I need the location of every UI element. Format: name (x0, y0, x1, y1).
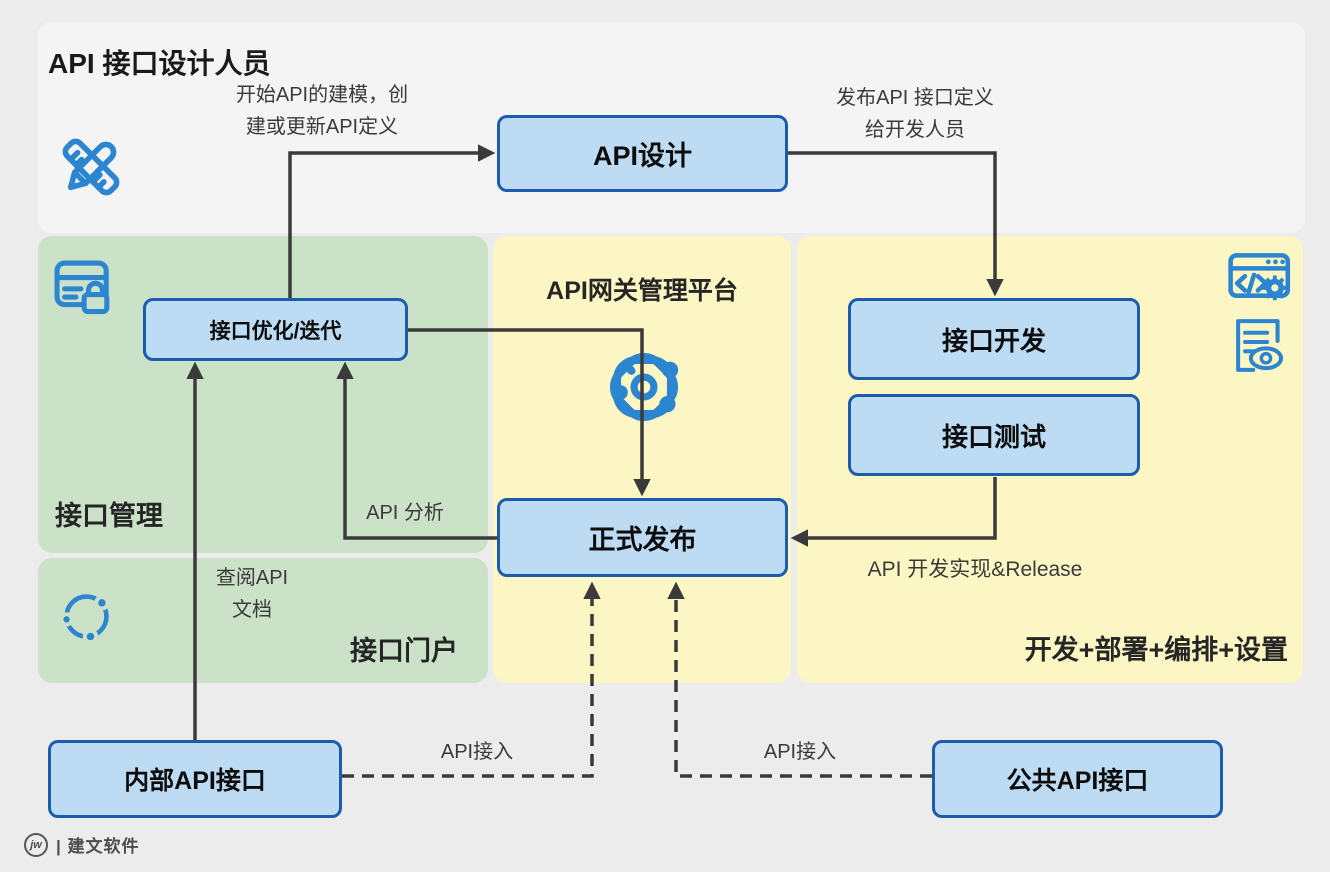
edge-label-docs-line2: 文档 (232, 599, 272, 621)
edge-label-publish-line1: 发布API 接口定义 (836, 87, 994, 109)
edge-label-publish: 发布API 接口定义 给开发人员 (836, 82, 994, 146)
node-api-design-label: API设计 (592, 141, 692, 171)
jw-circle-icon: jw (24, 832, 48, 857)
node-release-label: 正式发布 (588, 525, 697, 555)
footer-logo-text: | 建文软件 (56, 837, 140, 856)
ruler-pencil-icon (62, 138, 120, 196)
node-interface-test: 接口测试 (848, 394, 1140, 476)
edge-label-docs-line1: 查阅API (215, 567, 289, 589)
api-gateway-icon (609, 352, 679, 422)
edge-label-publish-line2: 给开发人员 (864, 119, 965, 141)
node-optimize-iterate: 接口优化/迭代 (143, 298, 408, 361)
node-dev-label: 接口开发 (941, 325, 1046, 356)
node-test-label: 接口测试 (941, 421, 1046, 452)
panel-title-gateway: API网关管理平台 (546, 277, 738, 305)
document-eye-icon (1236, 319, 1284, 372)
node-public-api: 公共API接口 (932, 740, 1223, 818)
edge-label-modeling-line1: 开始API的建模，创 (235, 84, 409, 106)
panel-title-management: 接口管理 (55, 501, 163, 531)
node-public-label: 公共API接口 (1006, 767, 1149, 795)
panel-title-devops: 开发+部署+编排+设置 (1024, 635, 1288, 665)
edge-label-dev-release: API 开发实现&Release (867, 558, 1083, 581)
share-network-icon (59, 594, 110, 645)
edge-label-analysis: API 分析 (366, 502, 444, 524)
edge-label-modeling: 开始API的建模，创 建或更新API定义 (236, 79, 408, 143)
document-lock-icon (54, 260, 110, 315)
edge-label-access-left: API接入 (440, 741, 514, 763)
node-optimize-label: 接口优化/迭代 (209, 319, 342, 343)
footer-logo: jw | 建文软件 (24, 832, 139, 857)
panel-title-portal: 接口门户 (350, 636, 458, 666)
node-official-release: 正式发布 (497, 498, 788, 577)
edge-label-modeling-line2: 建或更新API定义 (245, 116, 399, 138)
edge-label-access-right: API接入 (763, 741, 837, 763)
node-internal-label: 内部API接口 (124, 767, 266, 795)
node-internal-api: 内部API接口 (48, 740, 342, 818)
node-api-design: API设计 (497, 115, 788, 192)
browser-code-gear-icon (1228, 253, 1291, 301)
node-interface-dev: 接口开发 (848, 298, 1140, 380)
edge-label-view-docs: 查阅API 文档 (216, 562, 288, 626)
page-title: API 接口设计人员 (48, 48, 271, 79)
